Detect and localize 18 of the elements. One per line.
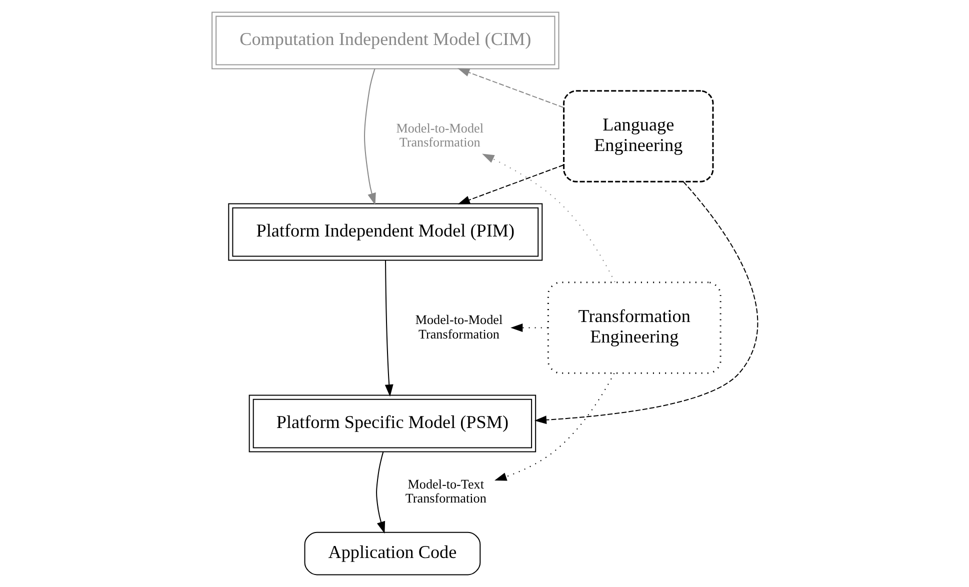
arrow [457, 164, 564, 204]
node-box: Language Engineering [562, 90, 714, 182]
arrow [482, 154, 615, 282]
arrow [510, 324, 548, 332]
arrow [456, 68, 564, 108]
arrow [364, 68, 376, 206]
node-box: Transformation Engineering [546, 282, 721, 374]
node-text: Model-to-Model Transformation [396, 120, 483, 150]
arrow [376, 452, 385, 534]
node-box: Computation Independent Model (CIM) [211, 12, 559, 70]
arrow [494, 373, 614, 481]
arrow [534, 181, 758, 424]
node-box: Application Code [304, 532, 480, 576]
node-text: Model-to-Model Transformation [414, 312, 502, 342]
node-text: Model-to-Text Transformation [404, 476, 486, 506]
node-box: Platform Independent Model (PIM) [228, 203, 542, 261]
arrow [384, 260, 393, 397]
node-box: Platform Specific Model (PSM) [248, 394, 536, 452]
